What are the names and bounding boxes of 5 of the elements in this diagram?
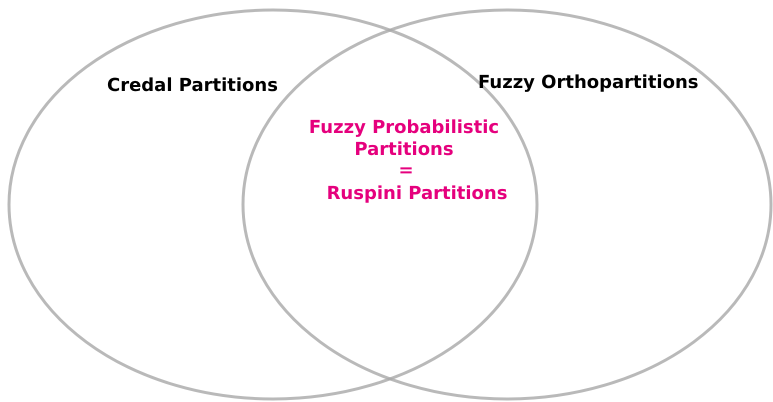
set-label: Fuzzy Orthopartitions [478,71,698,95]
intersection-label: Ruspini Partitions [326,183,508,205]
intersection-label: = [397,160,415,182]
set-label: Credal Partitions [107,74,278,98]
intersection-label: Fuzzy Probabilistic Partitions [308,117,500,161]
